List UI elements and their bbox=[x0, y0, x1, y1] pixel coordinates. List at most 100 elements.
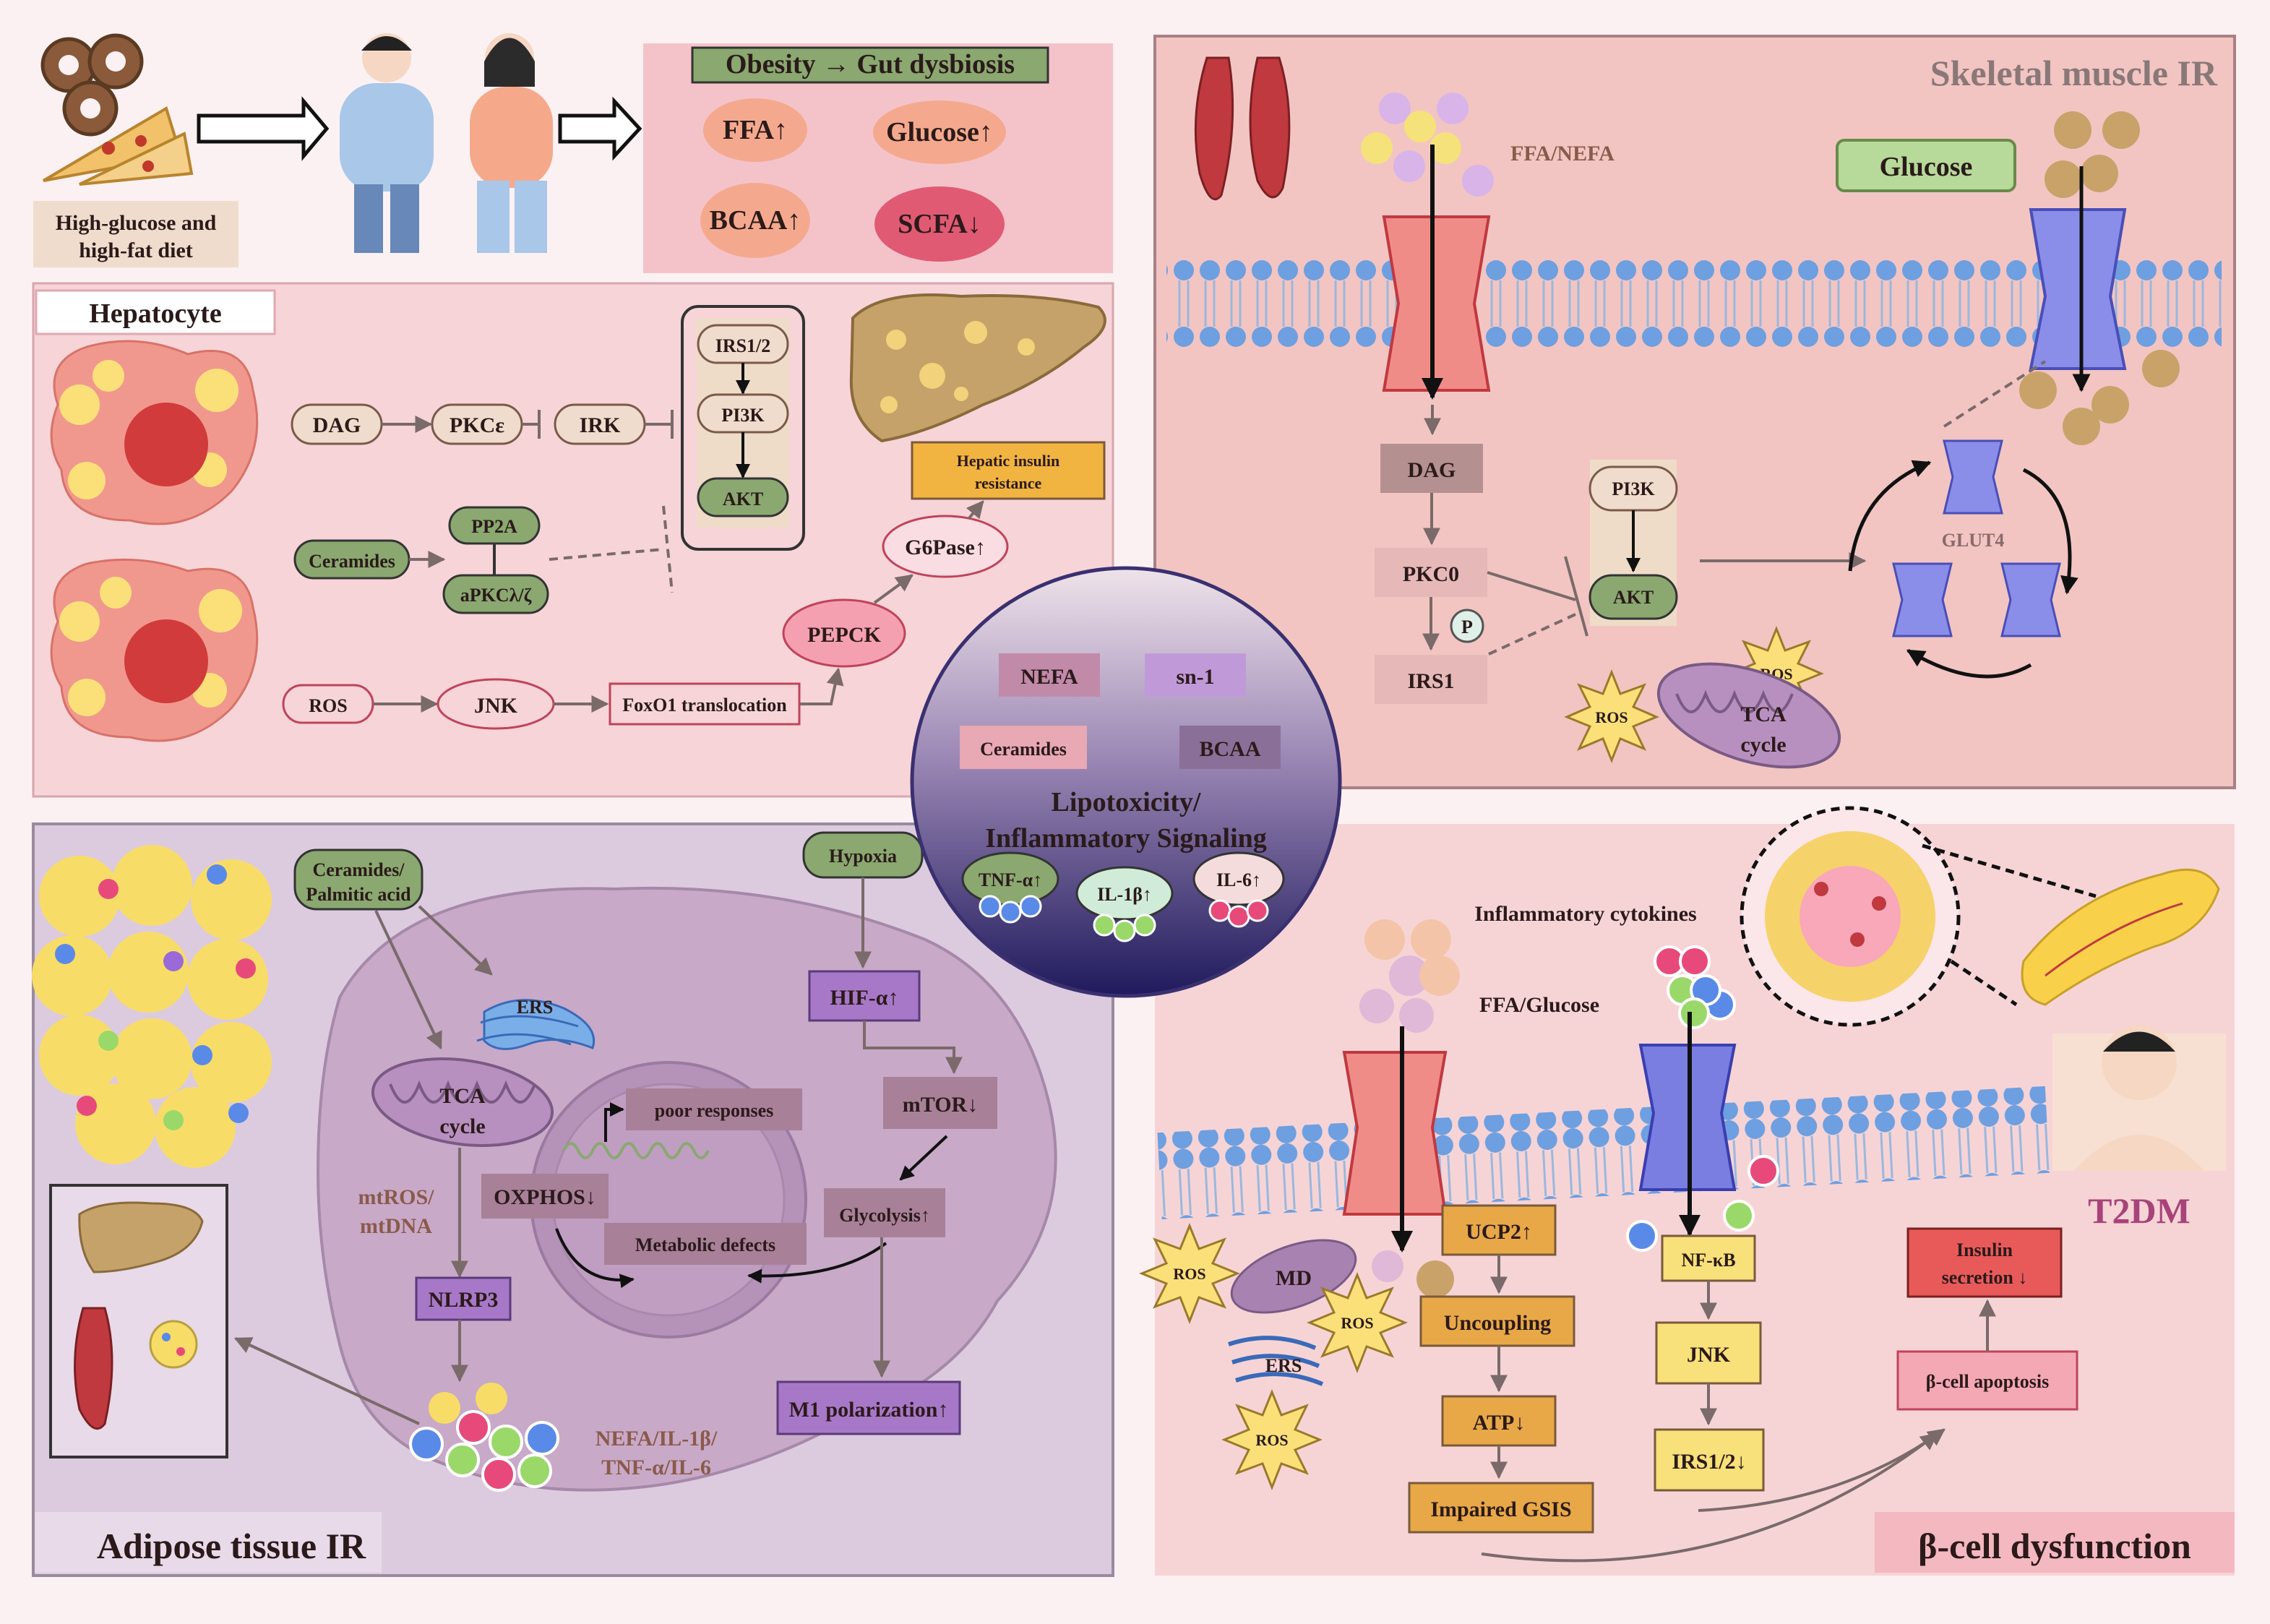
muscle-ffa-nefa-label: FFA/NEFA bbox=[1510, 142, 1615, 166]
beta-gsis-to-apoptosis-curve bbox=[1481, 1432, 1938, 1563]
beta-title: β-cell dysfunction bbox=[1918, 1526, 2191, 1566]
hep-ceramides-label: Ceramides bbox=[309, 551, 395, 572]
fatty-liver-illustration bbox=[849, 293, 1106, 443]
muscle-glut4-label: GLUT4 bbox=[1942, 530, 2005, 551]
diet-label-line1: High-glucose and bbox=[56, 211, 217, 235]
muscle-illustration bbox=[1194, 56, 1291, 201]
beta-irs12-node bbox=[1654, 1428, 1765, 1492]
center-nefa-node bbox=[999, 653, 1100, 697]
muscle-title: Skeletal muscle IR bbox=[1930, 53, 2218, 93]
beta-ros-burst-2 bbox=[1307, 1272, 1408, 1374]
hep-dag-label: DAG bbox=[313, 413, 361, 437]
center-tnf-label: TNF-α↑ bbox=[979, 869, 1042, 890]
muscle-ros-burst-1 bbox=[1564, 669, 1659, 764]
hep-irs12-label: IRS1/2 bbox=[715, 335, 771, 356]
hep-irk-inhibits-pathway bbox=[645, 410, 674, 439]
muscle-glucose-box bbox=[1836, 139, 2016, 192]
muscle-dag-node bbox=[1380, 444, 1483, 493]
adi-oxphos-label: OXPHOS↓ bbox=[494, 1185, 596, 1209]
hep-akt-node bbox=[697, 477, 789, 517]
adi-nefa-line2: TNF-α/IL-6 bbox=[601, 1456, 711, 1479]
glucose-node bbox=[873, 100, 1006, 164]
adi-ceramides-to-ers bbox=[418, 905, 493, 976]
hep-pepck-label: PEPCK bbox=[807, 623, 881, 647]
hep-g6pase-label: G6Pase↑ bbox=[905, 536, 986, 559]
muscle-akt-label: AKT bbox=[1613, 587, 1654, 608]
beta-apoptosis-label: β-cell apoptosis bbox=[1926, 1371, 2049, 1392]
adi-dna-waves bbox=[562, 1142, 710, 1159]
beta-ffa-glucose-label: FFA/Glucose bbox=[1479, 993, 1599, 1017]
hep-ros-label: ROS bbox=[309, 695, 347, 716]
center-il1b-molecules bbox=[1093, 914, 1156, 942]
adi-cytokine-cluster bbox=[409, 1383, 559, 1492]
beta-jnk-node bbox=[1655, 1321, 1762, 1385]
center-title-line1: Lipotoxicity/ bbox=[1052, 787, 1201, 817]
glut4-cycle bbox=[1848, 439, 2078, 679]
hep-resistance-box bbox=[911, 441, 1106, 500]
hep-apkc-inhibits-pathway bbox=[549, 505, 674, 593]
muscle-irs1-label: IRS1 bbox=[1407, 669, 1454, 693]
beta-nfkb-node bbox=[1661, 1234, 1756, 1282]
beta-insulin-line2: secretion ↓ bbox=[1942, 1267, 2028, 1288]
diet-illustration bbox=[40, 33, 194, 186]
beta-cytokine-cluster bbox=[1654, 945, 1736, 1029]
obesity-title-box bbox=[691, 46, 1049, 84]
hep-foxo1-label: FoxO1 translocation bbox=[622, 695, 787, 716]
hep-resistance-line2: resistance bbox=[975, 474, 1042, 492]
obesity-title: Obesity → Gut dysbiosis bbox=[726, 49, 1015, 80]
ffa-label: FFA↑ bbox=[723, 115, 788, 145]
diet-to-obesity-arrow bbox=[197, 96, 330, 161]
beta-ros-label-2: ROS bbox=[1341, 1314, 1373, 1332]
hepatocyte-title: Hepatocyte bbox=[89, 298, 222, 329]
adi-nlrp3-node bbox=[415, 1276, 512, 1321]
diet-label-box bbox=[33, 201, 238, 267]
adi-oxphos-node bbox=[481, 1174, 609, 1219]
center-ceramides-label: Ceramides bbox=[980, 739, 1067, 760]
beta-jnk-label: JNK bbox=[1687, 1343, 1731, 1367]
muscle-pkc0-inhibits-akt bbox=[1487, 556, 1588, 637]
beta-ros-label-3: ROS bbox=[1255, 1431, 1288, 1449]
beta-insulin-line1: Insulin bbox=[1956, 1240, 2013, 1260]
hepatocyte-cell-lower bbox=[50, 558, 259, 742]
adi-er-illustration bbox=[476, 999, 596, 1050]
beta-ros-burst-1 bbox=[1139, 1223, 1240, 1325]
hep-pi3k-label: PI3K bbox=[721, 405, 765, 426]
beta-nfkb-label: NF-κB bbox=[1681, 1250, 1735, 1271]
adi-mtor-node bbox=[883, 1077, 997, 1129]
hep-apkc-node bbox=[442, 574, 549, 614]
muscle-tca-line2: cycle bbox=[1740, 733, 1786, 757]
muscle-ffa-cluster bbox=[1361, 93, 1494, 197]
adi-m1-label: M1 polarization↑ bbox=[789, 1398, 949, 1422]
muscle-ffa-transporter bbox=[1382, 215, 1491, 392]
center-sn1-node bbox=[1145, 653, 1246, 697]
hep-resistance-line1: Hepatic insulin bbox=[957, 452, 1059, 470]
adi-glycolysis-node bbox=[824, 1188, 945, 1237]
adi-ceramides-to-tca bbox=[374, 910, 442, 1050]
t2dm-label: T2DM bbox=[2088, 1190, 2191, 1231]
hep-pkce-label: PKCε bbox=[450, 413, 504, 437]
center-il6-molecules bbox=[1208, 899, 1269, 928]
beta-gsis-label: Impaired GSIS bbox=[1430, 1498, 1571, 1521]
hep-pepck-to-g6pase bbox=[873, 574, 913, 604]
adi-mtor-to-glycolysis bbox=[899, 1135, 948, 1181]
center-il1b-label: IL-1β↑ bbox=[1097, 884, 1152, 905]
beta-ers-label: ERS bbox=[1265, 1355, 1302, 1376]
adi-poor-label: poor responses bbox=[655, 1100, 773, 1121]
adi-mitochondrion-illustration bbox=[371, 1057, 554, 1148]
obese-man-illustration bbox=[340, 33, 434, 253]
center-ceramides-node bbox=[960, 726, 1087, 769]
scfa-label: SCFA↓ bbox=[898, 209, 981, 239]
beta-ffa-glucose-cluster bbox=[1359, 919, 1460, 1033]
pancreas-islet-illustration bbox=[1740, 806, 2220, 1027]
muscle-irs1-dashed-link bbox=[1488, 613, 1576, 656]
hepatocyte-cell-upper bbox=[50, 340, 259, 525]
glucose-label: Glucose↑ bbox=[886, 117, 993, 147]
muscle-pkc0-label: PKC0 bbox=[1403, 562, 1459, 586]
hep-pp2a-label: PP2A bbox=[471, 516, 517, 537]
muscle-mitochondrion-illustration bbox=[1656, 662, 1841, 769]
center-title-line2: Inflammatory Signaling bbox=[985, 823, 1267, 854]
hep-akt-label: AKT bbox=[723, 489, 763, 510]
adi-oxphos-to-metabolic bbox=[555, 1228, 635, 1289]
adi-ceramides-line2: Palmitic acid bbox=[306, 884, 411, 905]
